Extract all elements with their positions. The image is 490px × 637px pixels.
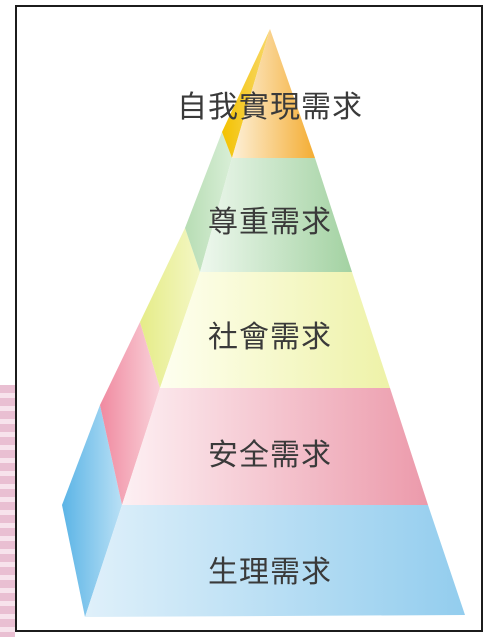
level-2-side-face xyxy=(185,132,232,272)
pink-stripe-decoration xyxy=(0,385,15,637)
pyramid-side-faces xyxy=(62,29,270,617)
level-1-label: 自我實現需求 xyxy=(177,90,363,125)
pyramid-front-faces xyxy=(85,29,465,617)
level-1-side-face xyxy=(222,29,270,158)
level-1-front-face xyxy=(232,29,315,158)
level-4-front-face xyxy=(122,388,428,505)
level-4-side-face xyxy=(100,322,160,505)
level-3-label: 社會需求 xyxy=(208,320,332,355)
level-4-label: 安全需求 xyxy=(208,438,332,473)
level-3-front-face xyxy=(160,272,390,388)
level-5-label: 生理需求 xyxy=(208,555,332,590)
level-3-side-face xyxy=(140,228,200,388)
level-2-label: 尊重需求 xyxy=(208,205,332,240)
level-5-front-face xyxy=(85,505,465,617)
level-5-side-face xyxy=(62,405,122,617)
level-2-front-face xyxy=(200,158,352,272)
